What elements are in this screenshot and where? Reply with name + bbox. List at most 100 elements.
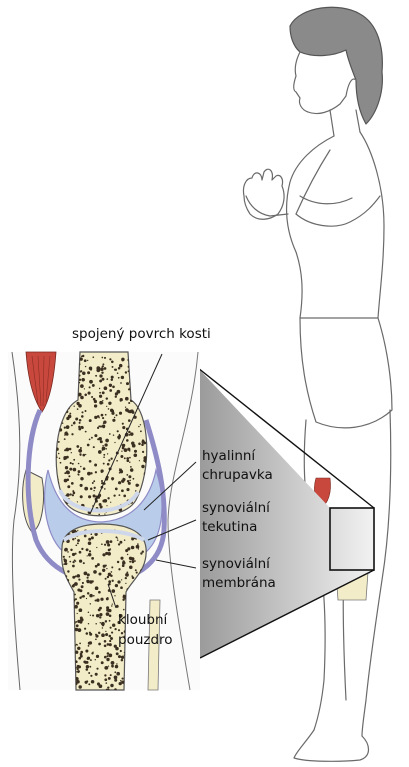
marrow-speckle <box>78 463 80 465</box>
marrow-speckle <box>77 539 80 542</box>
marrow-speckle <box>122 426 125 429</box>
marrow-speckle <box>115 488 118 491</box>
marrow-speckle <box>73 468 77 472</box>
marrow-speckle <box>80 396 84 400</box>
marrow-speckle <box>75 651 78 654</box>
marrow-speckle <box>89 666 91 668</box>
marrow-speckle <box>126 457 129 460</box>
marrow-speckle <box>80 655 83 658</box>
marrow-speckle <box>103 456 105 458</box>
marrow-speckle <box>111 605 112 606</box>
marrow-speckle <box>74 582 78 586</box>
marrow-speckle <box>118 543 120 545</box>
marrow-speckle <box>127 410 130 413</box>
marrow-speckle <box>95 659 96 660</box>
marrow-speckle <box>120 680 122 682</box>
marrow-speckle <box>80 651 83 654</box>
marrow-speckle <box>92 482 94 484</box>
marrow-speckle <box>117 390 121 394</box>
marrow-speckle <box>77 574 81 578</box>
marrow-speckle <box>88 645 90 647</box>
marrow-speckle <box>91 437 93 439</box>
marrow-speckle <box>124 457 126 459</box>
marrow-speckle <box>89 419 92 422</box>
marrow-speckle <box>98 632 100 634</box>
marrow-speckle <box>134 450 137 453</box>
label-hyaline-line2: chrupavka <box>202 467 273 484</box>
marrow-speckle <box>104 488 106 490</box>
marrow-speckle <box>119 469 121 471</box>
marrow-speckle <box>88 623 89 624</box>
marrow-speckle <box>102 402 103 403</box>
marrow-speckle <box>131 537 132 538</box>
marrow-speckle <box>123 595 126 598</box>
marrow-speckle <box>93 494 96 497</box>
label-capsule-line1: kloubní <box>118 612 167 629</box>
figure-brief <box>300 318 392 428</box>
marrow-speckle <box>79 379 81 381</box>
marrow-speckle <box>89 439 91 441</box>
marrow-speckle <box>112 479 114 481</box>
figure-bra <box>296 196 380 226</box>
marrow-speckle <box>104 640 107 643</box>
marrow-speckle <box>110 502 111 503</box>
marrow-speckle <box>119 412 122 415</box>
figure-back <box>360 132 384 318</box>
marrow-speckle <box>68 475 70 477</box>
marrow-speckle <box>117 539 119 541</box>
marrow-speckle <box>77 542 79 544</box>
marrow-speckle <box>70 493 72 495</box>
marrow-speckle <box>93 570 97 574</box>
marrow-speckle <box>87 555 88 556</box>
marrow-speckle <box>88 538 91 541</box>
label-synovial-membrane-line1: synoviální <box>202 556 270 573</box>
marrow-speckle <box>99 395 102 398</box>
marrow-speckle <box>130 432 133 435</box>
marrow-speckle <box>128 402 130 404</box>
marrow-speckle <box>99 392 101 394</box>
marrow-speckle <box>112 603 113 604</box>
marrow-speckle <box>105 620 107 622</box>
marrow-speckle <box>102 366 104 368</box>
marrow-speckle <box>74 553 76 555</box>
marrow-speckle <box>129 561 131 563</box>
marrow-speckle <box>79 551 82 554</box>
marrow-speckle <box>111 412 114 415</box>
marrow-speckle <box>59 457 61 459</box>
marrow-speckle <box>87 573 90 576</box>
marrow-speckle <box>86 632 89 635</box>
marrow-speckle <box>74 406 75 407</box>
marrow-speckle <box>107 655 109 657</box>
marrow-speckle <box>94 404 97 407</box>
marrow-speckle <box>141 443 144 446</box>
marrow-speckle <box>118 377 120 379</box>
marrow-speckle <box>110 402 112 404</box>
marrow-speckle <box>78 671 80 673</box>
marrow-speckle <box>73 459 75 461</box>
marrow-speckle <box>114 442 115 443</box>
marrow-speckle <box>94 434 97 437</box>
marrow-speckle <box>132 577 135 580</box>
marrow-speckle <box>70 462 72 464</box>
marrow-speckle <box>131 546 135 550</box>
marrow-speckle <box>103 499 107 503</box>
marrow-speckle <box>119 364 123 368</box>
marrow-speckle <box>92 356 94 358</box>
marrow-speckle <box>117 435 120 438</box>
marrow-speckle <box>71 433 73 435</box>
marrow-speckle <box>75 598 77 600</box>
marrow-speckle <box>98 450 102 454</box>
marrow-speckle <box>106 505 107 506</box>
marrow-speckle <box>101 633 105 637</box>
marrow-speckle <box>88 683 90 685</box>
marrow-speckle <box>72 463 74 465</box>
marrow-speckle <box>79 643 81 645</box>
marrow-speckle <box>83 562 85 564</box>
marrow-speckle <box>126 459 129 462</box>
marrow-speckle <box>97 438 99 440</box>
marrow-speckle <box>120 398 123 401</box>
marrow-speckle <box>89 550 91 552</box>
marrow-speckle <box>84 535 87 538</box>
marrow-speckle <box>96 668 98 670</box>
marrow-speckle <box>143 459 146 462</box>
